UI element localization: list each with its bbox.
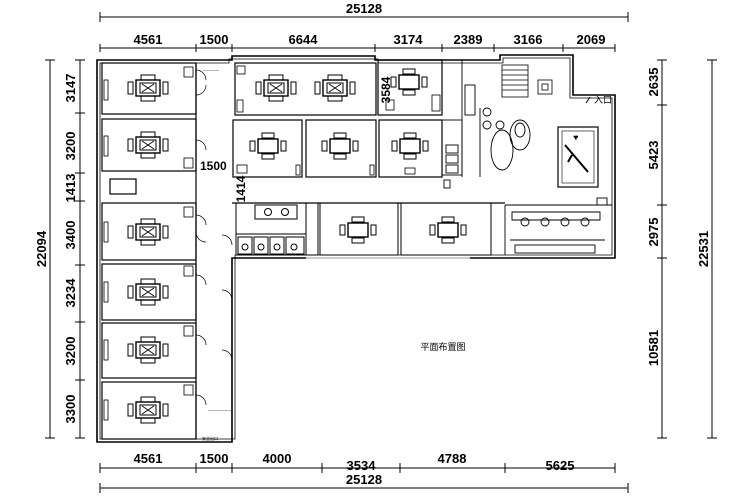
dining-table-icon [127,74,169,102]
top-dim-5: 2389 [454,32,483,47]
bottom-dim-3: 4000 [263,451,292,466]
stairwell [501,64,553,98]
kitchen-area [441,60,531,189]
drawing-title: 平面布置图 [420,341,465,353]
bottom-segment-dimensions: 4561 1500 4000 3534 4788 5625 [99,451,616,473]
fire-note: —————— [208,408,232,413]
left-dim-7: 3300 [63,395,78,424]
restroom-block [235,202,319,256]
entry-label: 入口 [594,95,612,106]
corridor-doors [195,69,233,406]
top-dim-4: 3174 [394,32,424,47]
bottom-dim-2: 1500 [200,451,229,466]
overall-width-bottom: 25128 [346,472,382,487]
dining-table-icon [339,216,377,244]
dining-table-icon [127,131,169,159]
bottom-overall-dimension: 25128 [99,472,629,493]
dining-table-icon [255,74,297,102]
wall-note: ———— [203,68,219,73]
right-dim-4: 10581 [646,330,661,366]
top-room-furniture [236,65,441,176]
dining-table-icon [314,74,356,102]
left-dim-2: 3200 [63,132,78,161]
dining-table-icon [127,278,169,306]
exit-label: 安全出口 [202,435,218,441]
top-segment-dimensions: 4561 1500 6644 3174 2389 3166 2069 [99,32,616,52]
left-dim-1: 3147 [63,74,78,103]
dining-table-icon [127,396,169,424]
middle-hall-tables [339,216,467,244]
overall-height-left: 22094 [34,230,49,267]
left-room-cabinets [103,66,194,421]
overall-width-top: 25128 [346,1,382,16]
dining-table-icon [249,132,287,160]
right-segment-dimensions: 2635 5423 2975 10581 [646,59,667,439]
dining-table-icon [391,132,429,160]
svg-text:♈: ♈ [574,135,578,140]
left-dim-4: 3400 [63,221,78,250]
left-overall-dimension: 22094 [34,59,55,439]
overall-height-right: 22531 [696,231,711,267]
top-dim-6: 3166 [514,32,543,47]
dining-table-icon [127,218,169,246]
left-dim-5: 3234 [63,278,78,308]
top-dim-2: 1500 [200,32,229,47]
bottom-dim-6: 5625 [546,458,575,473]
reception-display: ♈ [557,126,599,188]
outer-walls [96,54,616,443]
dining-table-icon [321,132,359,160]
top-dim-3: 6644 [289,32,319,47]
left-dim-6: 3200 [63,337,78,366]
room-depth: 3584 [379,76,393,103]
right-dim-2: 5423 [646,141,661,170]
dining-table-icon [127,336,169,364]
top-middle-tables [249,68,429,160]
left-rooms [101,62,197,440]
right-dim-1: 2635 [646,68,661,97]
top-overall-dimension: 25128 [99,1,629,22]
bottom-dim-5: 4788 [438,451,467,466]
bottom-dim-1: 4561 [134,451,163,466]
right-dim-3: 2975 [646,218,661,247]
dining-table-icon [390,68,428,96]
top-dim-1: 4561 [134,32,163,47]
gap-height: 1414 [234,175,248,202]
dining-table-icon [429,216,467,244]
left-room-tables [127,74,169,424]
bar-counter [504,197,612,255]
middle-halls [319,202,492,256]
right-overall-dimension: 22531 [696,59,717,439]
top-dim-7: 2069 [577,32,606,47]
bottom-dim-4: 3534 [347,458,377,473]
corridor-width: 1500 [200,159,227,173]
left-segment-dimensions: 3147 3200 1413 3400 3234 3200 3300 [63,59,85,439]
left-dim-3: 1413 [63,174,78,203]
entry-arrow-icon [585,96,591,104]
